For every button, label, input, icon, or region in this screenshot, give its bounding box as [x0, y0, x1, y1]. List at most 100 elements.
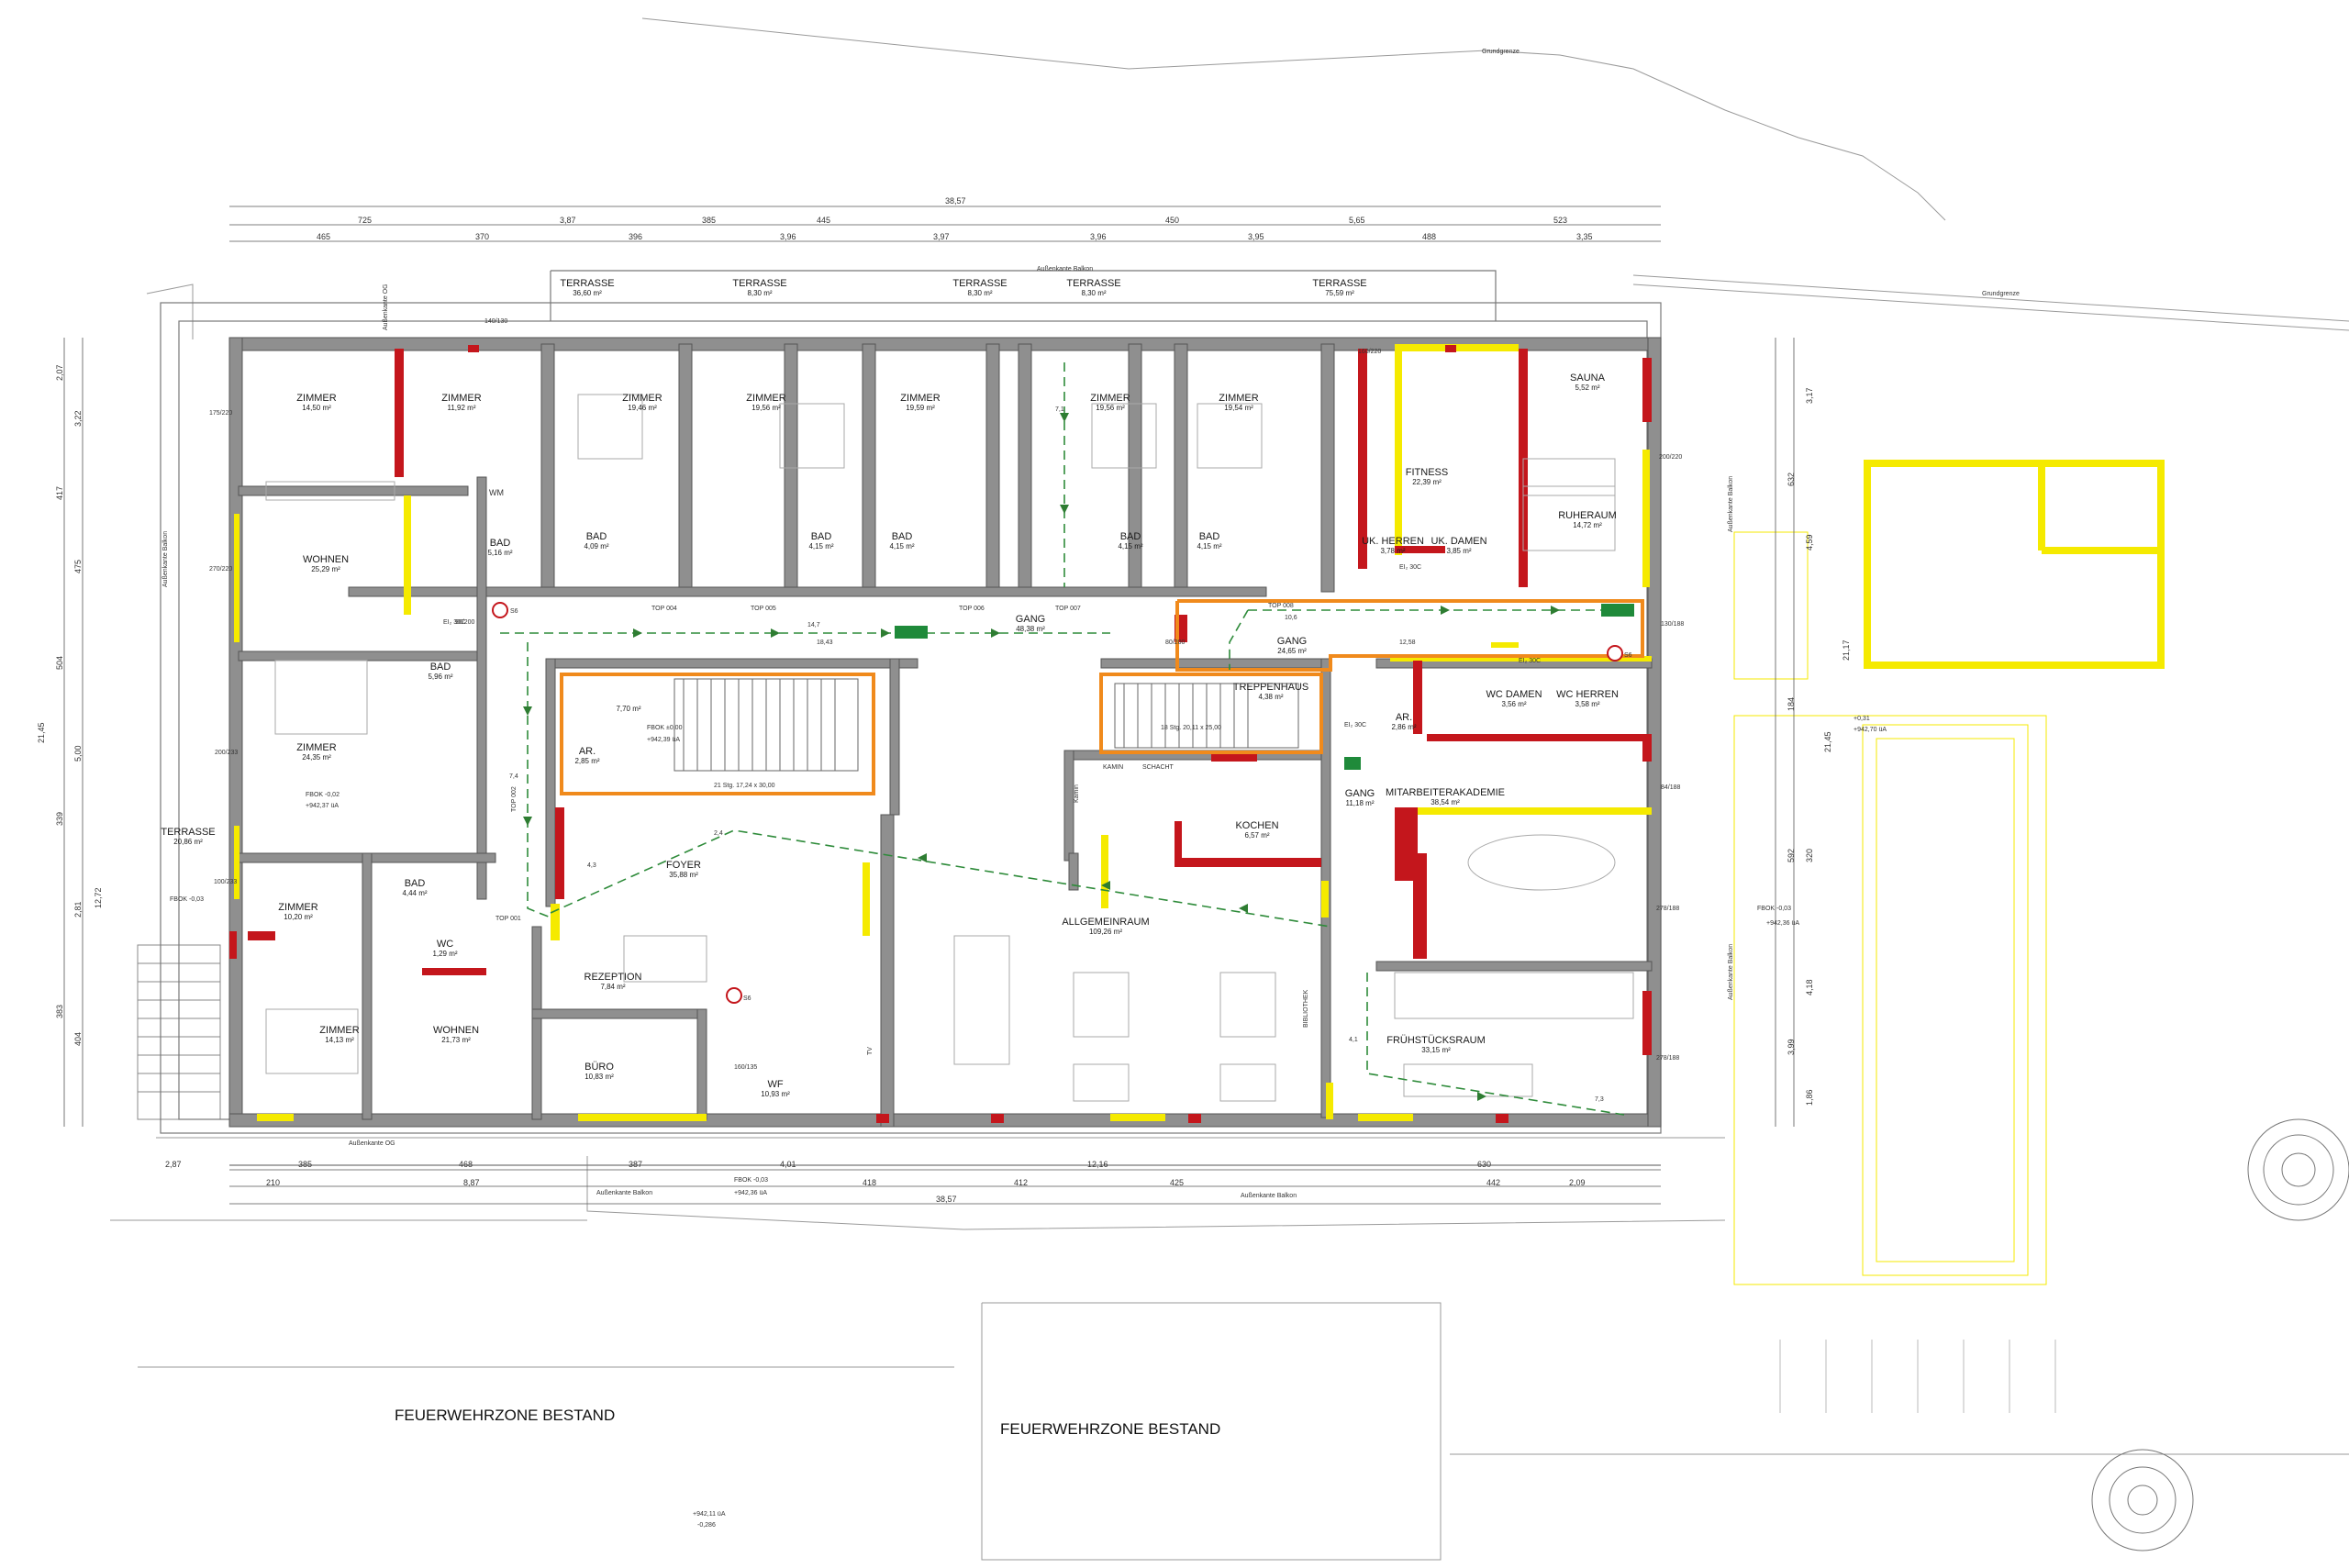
room-name-wohnen-1: WOHNEN — [303, 554, 349, 565]
tree-icon — [2091, 1449, 2194, 1551]
room-name-bad-2: BAD — [430, 662, 451, 673]
room-name-zimmer-6: ZIMMER — [622, 393, 662, 404]
room-name-gang-2: GANG — [1277, 636, 1307, 647]
room-area-bad-3: 4,44 m² — [402, 889, 427, 897]
dim-left: 2,07 — [55, 364, 64, 381]
room-name-gang-3: GANG — [1345, 788, 1375, 799]
feuerwehrzone-left: FEUERWEHRZONE BESTAND — [395, 1407, 615, 1424]
dim-right: 4,18 — [1805, 979, 1814, 995]
room-area-allgemeinraum: 109,26 m² — [1089, 928, 1122, 936]
dim-bottom: 468 — [459, 1160, 473, 1169]
dim-right: 184 — [1787, 697, 1796, 711]
room-name-wc-1: WC — [437, 939, 453, 950]
room-name-ar-1: AR. — [579, 746, 596, 757]
route-length: 10,6 — [1285, 615, 1297, 621]
room-area-wc-damen: 3,56 m² — [1501, 700, 1526, 708]
dim-bottom: 418 — [863, 1178, 876, 1187]
fire-rating-label: EI₂ 30C — [1399, 564, 1421, 571]
room-area-zimmer-9: 19,56 m² — [1096, 404, 1125, 412]
door-size: 175/220 — [209, 410, 232, 417]
room-area-foyer: 35,88 m² — [669, 871, 698, 879]
room-name-allgemeinraum: ALLGEMEINRAUM — [1062, 917, 1149, 928]
room-area-terrasse-left: 20,86 m² — [173, 838, 203, 846]
room-area-zimmer-3: 24,35 m² — [302, 753, 331, 762]
route-length: 4,1 — [1349, 1037, 1358, 1043]
dim-top: 465 — [317, 232, 330, 241]
room-name-kochen: KOCHEN — [1235, 820, 1278, 831]
dim-total-bottom: 38,57 — [936, 1195, 957, 1204]
tree-icon — [2247, 1118, 2349, 1221]
route-length: 14,7 — [807, 622, 820, 628]
route-length: 18,43 — [817, 639, 833, 646]
dim-right: 21,45 — [1823, 731, 1832, 752]
room-area-terrasse-4: 8,30 m² — [1081, 289, 1106, 297]
grundgrenze-right: Grundgrenze — [1982, 291, 2020, 297]
fbok-right: FBOK -0,03 — [1757, 906, 1791, 912]
tv-label: TV — [867, 1047, 874, 1055]
room-area-gang-3: 11,18 m² — [1346, 799, 1375, 807]
room-name-zimmer-7: ZIMMER — [746, 393, 785, 404]
room-area-rezeption: 7,84 m² — [600, 983, 625, 991]
dim-left: 383 — [55, 1005, 64, 1018]
room-area-kochen: 6,57 m² — [1244, 831, 1269, 840]
room-name-mitarbeiterakademie: MITARBEITERAKADEMIE — [1386, 787, 1505, 798]
dims-left: 2,07 3,22 417 475 504 5,00 339 2,81 12,7… — [37, 364, 103, 1046]
dim-right: 320 — [1805, 849, 1814, 862]
wm-label: WM — [489, 488, 504, 497]
stairs — [674, 678, 1299, 772]
schacht-label: SCHACHT — [1142, 764, 1174, 771]
room-name-wc-herren: WC HERREN — [1556, 689, 1619, 700]
room-name-uk-herren: UK. HERREN — [1362, 536, 1424, 547]
fire-rating-label: EI₂ 30C — [443, 619, 465, 626]
kamin-label: Kamin — [1074, 784, 1080, 803]
dims-bottom: 2,87 385 468 387 4,01 12,16 630 210 8,87… — [165, 1160, 1586, 1204]
aussenkante-balkon-right-2: Außenkante Balkon — [1728, 944, 1734, 1000]
annex-building — [1733, 460, 2165, 1285]
route-length: 2,4 — [714, 830, 723, 837]
room-name-ruheraum: RUHERAUM — [1558, 510, 1617, 521]
dim-top: 488 — [1422, 232, 1436, 241]
room-name-terrasse-3: TERRASSE — [952, 278, 1007, 289]
room-area-fruehstuecksraum: 33,15 m² — [1421, 1046, 1451, 1054]
exit-sign-icon — [895, 604, 1634, 770]
dim-bottom: 630 — [1477, 1160, 1491, 1169]
dim-bottom: 412 — [1014, 1178, 1028, 1187]
door-size: 100/233 — [214, 879, 237, 885]
bottom-level: +942,11 üA — [693, 1511, 726, 1518]
door-size: 278/188 — [1656, 906, 1679, 912]
fire-rating-label: EI₂ 30C — [1344, 722, 1366, 728]
dim-top: 445 — [817, 216, 830, 225]
stair1-label: 21 Stg. 17,24 x 30,00 — [714, 783, 775, 789]
text-labels: Grundgrenze Grundgrenze Außenkante Balko… — [162, 49, 2020, 1529]
fbok-center: FBOK ±0,00 — [647, 725, 683, 731]
door-size: 80/200 — [1165, 639, 1186, 646]
room-area-zimmer-2: 11,92 m² — [448, 404, 476, 412]
room-area-ar-1: 2,85 m² — [574, 757, 599, 765]
dimension-lines — [63, 206, 1795, 1205]
room-name-rezeption: REZEPTION — [584, 972, 642, 983]
top007-label: TOP 007 — [1055, 606, 1081, 612]
room-name-bad-8: BAD — [1199, 531, 1220, 542]
dim-top: 385 — [702, 216, 716, 225]
dim-left: 3,22 — [73, 410, 83, 427]
s6-label: S6 — [743, 995, 751, 1002]
top004-label: TOP 004 — [651, 606, 677, 612]
room-name-terrasse-left: TERRASSE — [161, 827, 215, 838]
furniture — [265, 394, 1634, 1102]
dim-top: 523 — [1553, 216, 1567, 225]
room-name-zimmer-2: ZIMMER — [441, 393, 481, 404]
dim-right: 4,59 — [1805, 534, 1814, 550]
dim-left: 12,72 — [94, 887, 103, 908]
room-area-buero: 10,83 m² — [584, 1073, 614, 1081]
room-area-zimmer-10: 19,54 m² — [1224, 404, 1253, 412]
walls — [228, 337, 1662, 1128]
dim-right: 592 — [1787, 849, 1796, 862]
room-area-wohnen-1: 25,29 m² — [311, 565, 340, 573]
room-name-bad-4: BAD — [586, 531, 607, 542]
room-name-uk-damen: UK. DAMEN — [1431, 536, 1486, 547]
top006-label: TOP 006 — [959, 606, 985, 612]
right-level-val: +942,70 üA — [1854, 727, 1887, 733]
room-area-sauna: 5,52 m² — [1575, 384, 1599, 392]
dim-top: 3,96 — [1090, 232, 1107, 241]
room-name-treppenhaus: TREPPENHAUS — [1233, 682, 1309, 693]
